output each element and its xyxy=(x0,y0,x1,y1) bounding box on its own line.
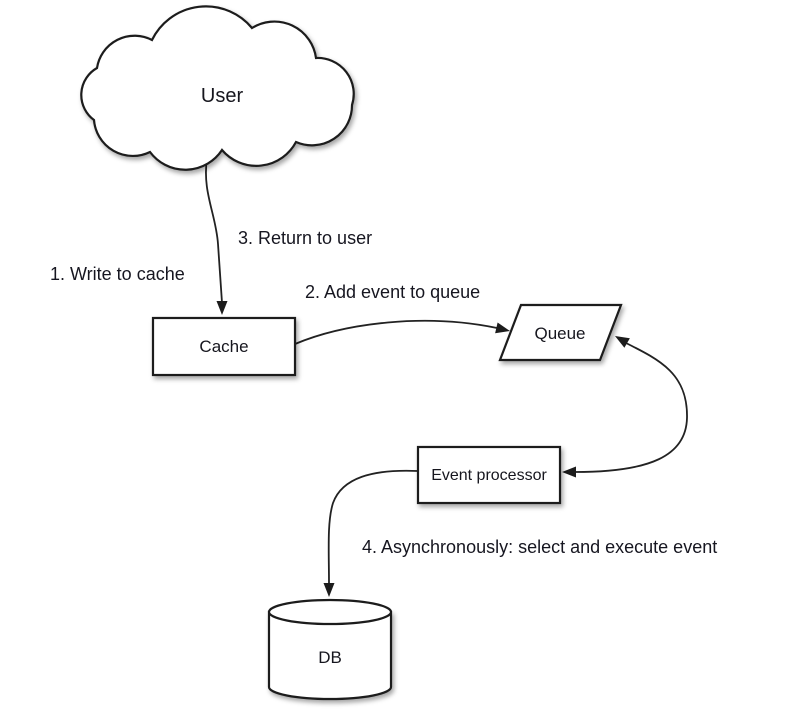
arrowhead-into-event-processor xyxy=(562,466,576,478)
step-label-write-to-cache: 1. Write to cache xyxy=(50,264,185,284)
arrowhead-into-db xyxy=(323,583,335,597)
step-label-add-event-to-queue: 2. Add event to queue xyxy=(305,282,480,302)
event-processor-label: Event processor xyxy=(431,467,547,484)
edge-cache-queue xyxy=(294,319,498,345)
queue-parallelogram xyxy=(498,303,623,362)
edge-queue-event-processor xyxy=(574,342,688,473)
arrowhead-into-queue-left xyxy=(495,322,510,334)
edge-event-processor-db xyxy=(327,469,419,585)
edge-user-cache xyxy=(205,157,223,304)
step-label-asynchronously-execute: 4. Asynchronously: select and execute ev… xyxy=(362,537,717,557)
arrowhead-into-queue-right xyxy=(615,336,630,348)
step-label-return-to-user: 3. Return to user xyxy=(238,228,372,248)
arrowhead-into-cache xyxy=(216,301,228,315)
user-label: User xyxy=(201,85,244,107)
event-processor-box xyxy=(416,445,562,505)
user-cloud-shape xyxy=(80,5,355,171)
db-cylinder-top xyxy=(267,598,393,626)
cache-box xyxy=(151,316,297,377)
queue-label: Queue xyxy=(534,324,585,343)
cache-label: Cache xyxy=(199,337,248,356)
db-cylinder-body xyxy=(267,610,393,701)
db-label: DB xyxy=(318,648,342,667)
